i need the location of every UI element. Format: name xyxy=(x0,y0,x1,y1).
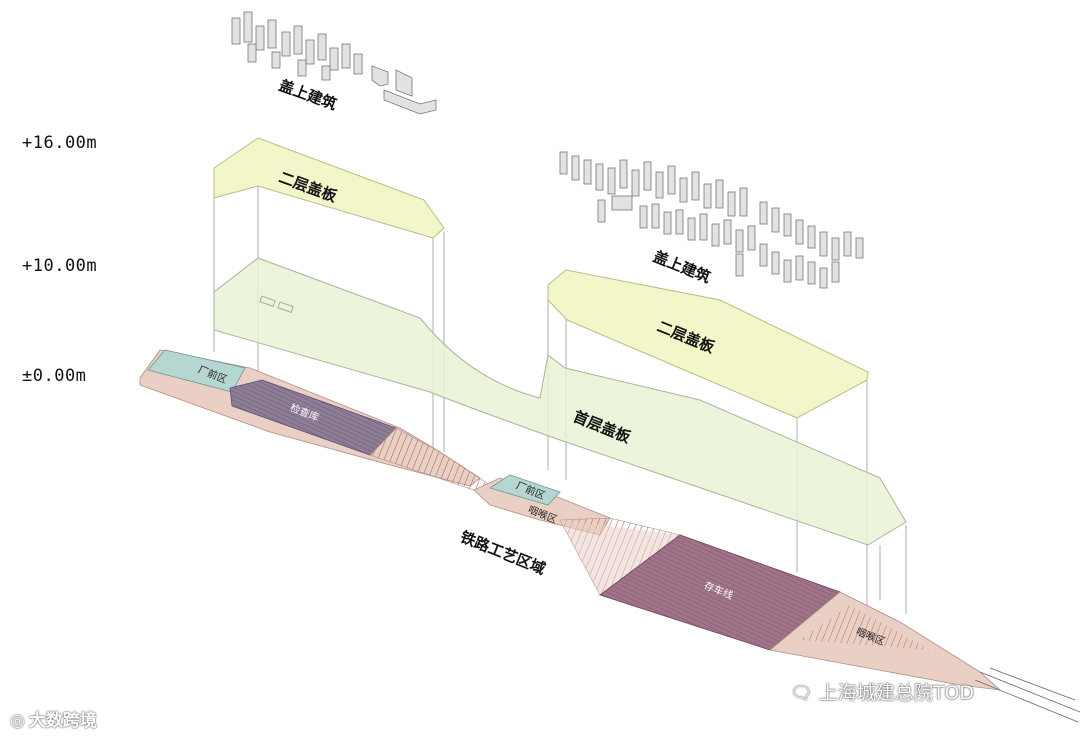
wechat-watermark: 🗨 上海城建总院TOD xyxy=(790,678,974,705)
elevation-label-10m: +10.00m xyxy=(22,256,97,276)
logo-watermark-text: 大数跨境 xyxy=(29,711,97,731)
logo-icon: ◎ xyxy=(10,711,25,731)
wechat-watermark-text: 上海城建总院TOD xyxy=(819,682,974,704)
wechat-icon: 🗨 xyxy=(790,683,813,704)
logo-watermark: ◎大数跨境 xyxy=(10,706,97,731)
elevation-label-16m: +16.00m xyxy=(22,133,97,153)
elevation-label-0m: ±0.00m xyxy=(22,366,86,386)
